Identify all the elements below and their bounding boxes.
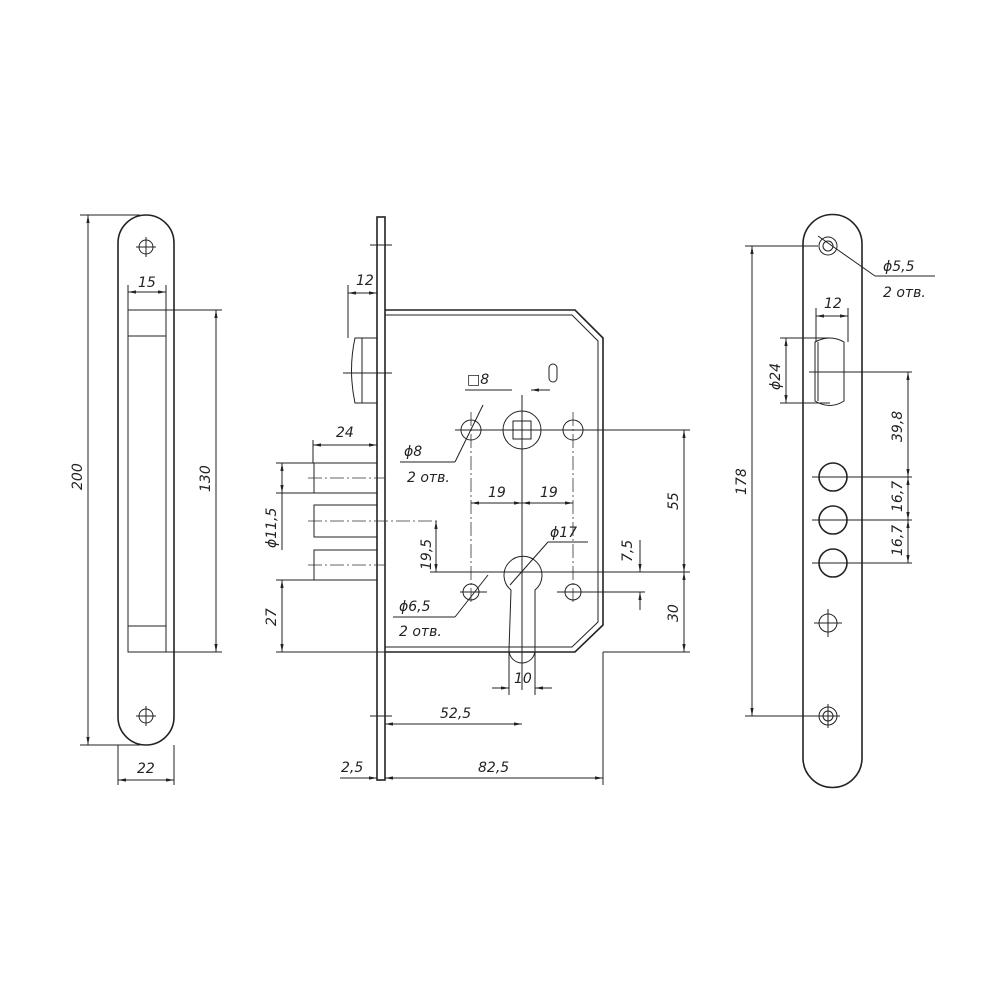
dim-2-5: 2,5 — [341, 760, 363, 776]
bolt — [313, 462, 378, 494]
bolt — [313, 504, 378, 538]
dim-height: 200 — [70, 463, 86, 490]
dim-7-5: 7,5 — [620, 540, 636, 562]
strike-plate-view: 200 15 130 22 — [70, 214, 222, 785]
dim-178: 178 — [734, 468, 750, 495]
dim-bolt-d: ϕ11,5 — [264, 508, 280, 549]
dim-24: ϕ24 — [768, 363, 784, 390]
dim-backset: 52,5 — [440, 706, 471, 722]
dim-hole-8-count: 2 отв. — [407, 470, 450, 486]
dim-screw-hole-count: 2 отв. — [883, 285, 926, 301]
dim-latch: 12 — [356, 273, 374, 289]
dim-width: 22 — [137, 761, 155, 777]
lock-body-view: 12 24 ϕ11,5 27 □8 ϕ8 2 отв. 19 19 19,5 ϕ… — [264, 216, 690, 785]
bolt — [313, 549, 378, 581]
dim-16-7-a: 16,7 — [890, 481, 906, 512]
dim-hole-8: ϕ8 — [404, 444, 422, 460]
dim-10: 10 — [514, 671, 532, 687]
dim-19-5: 19,5 — [419, 539, 435, 570]
dim-opening-height: 130 — [198, 465, 214, 492]
dim-16-7-b: 16,7 — [890, 525, 906, 556]
dim-opening-width: 15 — [138, 275, 156, 291]
dim-bolt: 24 — [336, 425, 354, 441]
dim-39-8: 39,8 — [890, 411, 906, 442]
dim-82-5: 82,5 — [478, 760, 509, 776]
dim-hole-6-5-count: 2 отв. — [399, 624, 442, 640]
dim-19-left: 19 — [488, 485, 506, 501]
dim-cylinder: ϕ17 — [550, 525, 577, 541]
slot-icon — [548, 363, 558, 383]
dim-square: □8 — [467, 372, 489, 388]
dim-hole-6-5: ϕ6,5 — [399, 599, 431, 615]
dim-30: 30 — [666, 604, 682, 622]
dim-19-right: 19 — [540, 485, 558, 501]
dim-bottom: 27 — [264, 608, 280, 626]
dim-55: 55 — [666, 492, 682, 510]
dim-screw-hole: ϕ5,5 — [883, 259, 915, 275]
faceplate-view: 178 ϕ5,5 2 отв. 12 ϕ24 39,8 16,7 16,7 — [734, 213, 935, 789]
latch — [351, 337, 377, 404]
cylinder-hole — [503, 555, 543, 664]
dim-12: 12 — [824, 296, 842, 312]
